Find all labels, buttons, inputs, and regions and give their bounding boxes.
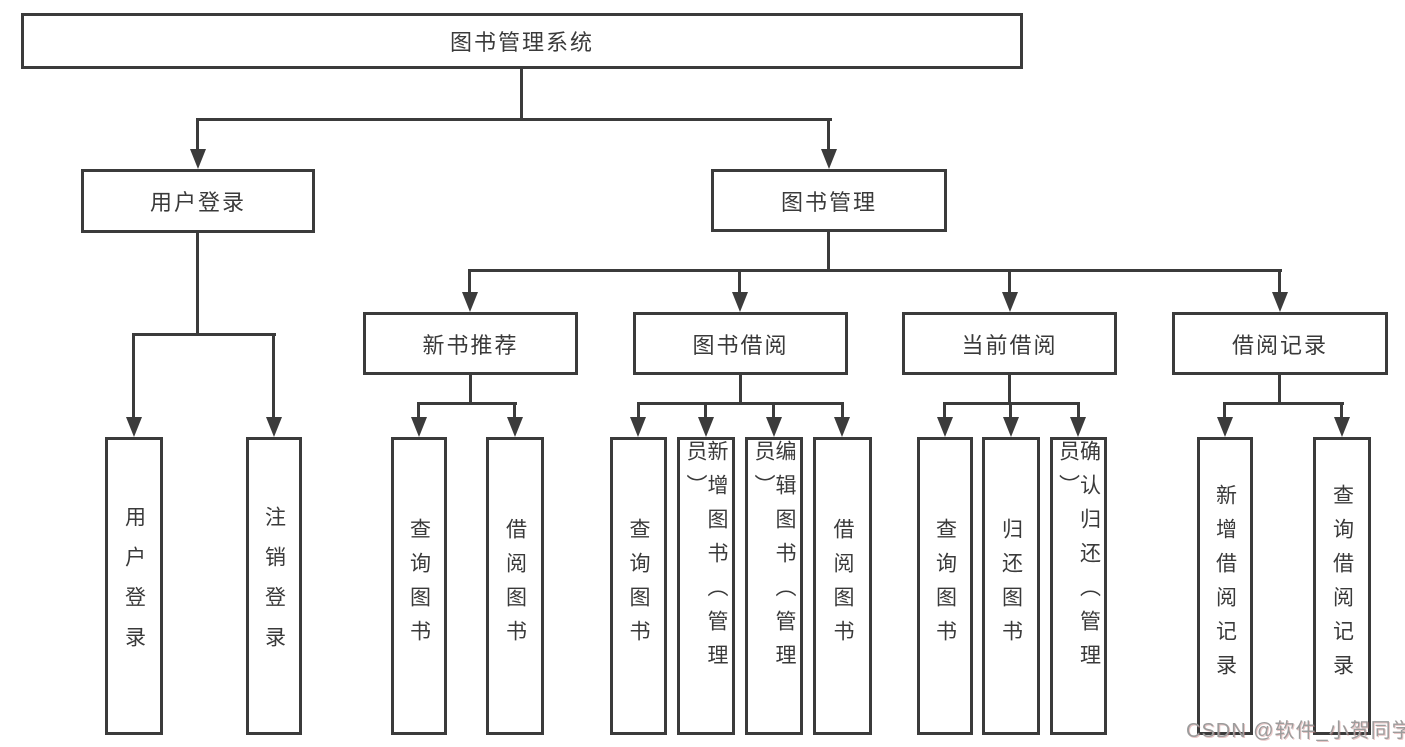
connector-line (468, 269, 1282, 272)
node-label: 查询借阅记录 (1330, 484, 1354, 688)
arrowhead-down-icon (1334, 417, 1350, 437)
node-label: 新增借阅记录 (1213, 484, 1237, 688)
arrowhead-down-icon (732, 292, 748, 312)
node-label: 当前借阅 (961, 332, 1058, 358)
arrowhead-down-icon (126, 417, 142, 437)
leaf-edit-books-admin: 编辑图书（管理员） (745, 437, 803, 735)
node-label: 新增图书（管理员） (684, 440, 728, 678)
leaf-query-books-borrowing: 查询图书 (610, 437, 667, 735)
node-label: 图书管理 (780, 189, 877, 215)
connector-line (520, 69, 523, 121)
arrowhead-down-icon (1217, 417, 1233, 437)
connector-line (196, 233, 199, 336)
node-label: 确认归还（管理员） (1056, 440, 1101, 678)
connector-line (1223, 402, 1226, 419)
connector-line (272, 333, 275, 419)
node-label: 借阅记录 (1231, 332, 1328, 358)
node-label: 借阅图书 (831, 518, 854, 654)
node-label: 查询图书 (933, 518, 957, 654)
leaf-borrow-books-recommend: 借阅图书 (486, 437, 544, 735)
connector-line (1278, 269, 1281, 295)
leaf-logout: 注销登录 (246, 437, 302, 735)
arrowhead-down-icon (462, 292, 478, 312)
arrowhead-down-icon (698, 417, 714, 437)
leaf-add-borrow-record: 新增借阅记录 (1197, 437, 1253, 735)
connector-line (772, 402, 775, 419)
node-label: 用户登录 (149, 190, 246, 215)
node-label: 查询图书 (407, 518, 431, 654)
connector-line (1278, 375, 1281, 405)
connector-line (417, 402, 420, 419)
node-label: 图书借阅 (692, 332, 789, 358)
node-label: 注销登录 (262, 506, 286, 666)
leaf-query-books-recommend: 查询图书 (391, 437, 447, 735)
node-label: 归还图书 (999, 518, 1023, 654)
leaf-add-books-admin: 新增图书（管理员） (677, 437, 735, 735)
node-label: 图书管理系统 (449, 30, 594, 55)
connector-line (1008, 375, 1011, 405)
arrowhead-down-icon (266, 417, 282, 437)
leaf-borrow-books-borrowing: 借阅图书 (813, 437, 872, 735)
arrowhead-down-icon (190, 149, 206, 169)
connector-line (637, 402, 640, 419)
leaf-query-borrow-record: 查询借阅记录 (1313, 437, 1371, 735)
connector-line (841, 402, 844, 419)
arrowhead-down-icon (630, 417, 646, 437)
node-label: 查询图书 (627, 518, 650, 654)
arrowhead-down-icon (507, 417, 523, 437)
connector-line (637, 402, 844, 405)
arrowhead-down-icon (766, 417, 782, 437)
arrowhead-down-icon (1070, 417, 1086, 437)
connector-line (1008, 269, 1011, 295)
leaf-query-books-current: 查询图书 (917, 437, 973, 735)
connector-line (196, 118, 199, 151)
connector-line (738, 269, 741, 295)
arrowhead-down-icon (834, 417, 850, 437)
connector-line (132, 333, 276, 336)
arrowhead-down-icon (1272, 292, 1288, 312)
connector-line (468, 269, 471, 295)
connector-line (1340, 402, 1343, 419)
connector-line (943, 402, 946, 419)
connector-line (196, 118, 832, 121)
node-label: 借阅图书 (503, 518, 527, 654)
connector-line (1077, 402, 1080, 419)
node-current-borrowing: 当前借阅 (902, 312, 1117, 375)
connector-line (827, 118, 830, 151)
arrowhead-down-icon (821, 149, 837, 169)
leaf-return-books: 归还图书 (982, 437, 1040, 735)
connector-line (132, 333, 135, 419)
node-label: 用户登录 (122, 506, 146, 666)
node-book-borrowing: 图书借阅 (633, 312, 848, 375)
connector-line (513, 402, 516, 419)
connector-line (739, 375, 742, 405)
node-library-management-system: 图书管理系统 (21, 13, 1023, 69)
connector-line (827, 232, 830, 272)
arrowhead-down-icon (411, 417, 427, 437)
node-label: 新书推荐 (422, 332, 519, 358)
connector-line (1223, 402, 1344, 405)
arrowhead-down-icon (937, 417, 953, 437)
node-book-management: 图书管理 (711, 169, 947, 232)
connector-line (704, 402, 707, 419)
leaf-user-login: 用户登录 (105, 437, 163, 735)
node-label: 编辑图书（管理员） (752, 440, 796, 678)
connector-line (417, 402, 517, 405)
arrowhead-down-icon (1002, 292, 1018, 312)
node-user-login: 用户登录 (81, 169, 315, 233)
connector-line (469, 375, 472, 405)
node-new-book-recommendation: 新书推荐 (363, 312, 578, 375)
connector-line (1009, 402, 1012, 419)
watermark: CSDN @软件_小贺同学 (1186, 720, 1405, 742)
leaf-confirm-return-admin: 确认归还（管理员） (1050, 437, 1107, 735)
node-borrowing-records: 借阅记录 (1172, 312, 1388, 375)
arrowhead-down-icon (1003, 417, 1019, 437)
